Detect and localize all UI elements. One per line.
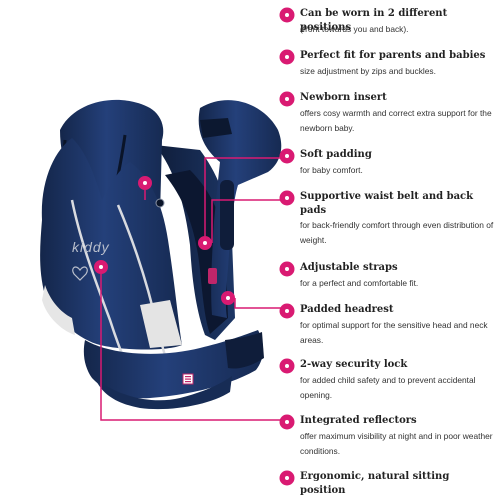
bullet-icon	[281, 263, 293, 275]
feature-desc: for baby comfort.	[300, 165, 363, 175]
waist-belt	[83, 330, 264, 399]
feature-desc: for a perfect and comfortable fit.	[300, 278, 419, 288]
leader-line	[204, 157, 282, 236]
baby-carrier-illustration: kiddy	[40, 99, 282, 421]
kiddy-logo: kiddy	[72, 239, 110, 255]
feature-title: 2-way security lock	[300, 359, 408, 370]
feature-title: Can be worn in 2 different positions	[300, 8, 448, 33]
bullet-icon	[281, 360, 293, 372]
feature-title: Soft padding	[300, 149, 372, 160]
bullet-icon	[281, 51, 293, 63]
bullet-icon	[281, 150, 293, 162]
leader-line	[100, 274, 282, 421]
feature-title: Newborn insert	[300, 92, 387, 103]
bullet-icon	[281, 416, 293, 428]
bottom-pouch	[95, 376, 232, 410]
strap-buckle	[200, 118, 232, 138]
bullet-icon	[281, 192, 293, 204]
strap-tag	[208, 268, 217, 284]
leader-line	[211, 199, 282, 243]
bullet-icon	[281, 93, 293, 105]
belt-strap	[225, 332, 264, 369]
bullet-icon	[281, 305, 293, 317]
feature-desc: (front towards you and back).	[300, 24, 409, 34]
shoulder-strap	[198, 100, 282, 318]
feature-title: Ergonomic, natural sitting position	[300, 471, 450, 496]
side-light-panel	[42, 285, 75, 335]
feature-desc: offers cosy warmth and correct extra sup…	[300, 108, 492, 133]
feature-title: Adjustable straps	[300, 262, 398, 273]
center-light-panel	[140, 300, 182, 348]
feature-desc: for optimal support for the sensitive he…	[300, 320, 488, 345]
feature-title: Perfect fit for parents and babies	[300, 50, 486, 61]
bullet-icon	[281, 9, 293, 21]
strap-pad	[220, 180, 234, 250]
leader-line	[234, 298, 282, 309]
feature-title: Integrated reflectors	[300, 415, 417, 426]
heart-icon	[72, 266, 88, 281]
feature-title: Padded headrest	[300, 304, 394, 315]
front-body	[40, 138, 183, 350]
bullet-icon	[281, 472, 293, 484]
feature-desc: for back-friendly comfort through even d…	[300, 220, 494, 245]
snap-button	[155, 198, 165, 208]
feature-title: Supportive waist belt and back pads	[300, 191, 474, 216]
feature-desc: for added child safety and to prevent ac…	[300, 375, 476, 400]
feature-desc: offer maximum visibility at night and in…	[300, 431, 493, 456]
feature-desc: size adjustment by zips and buckles.	[300, 66, 436, 76]
